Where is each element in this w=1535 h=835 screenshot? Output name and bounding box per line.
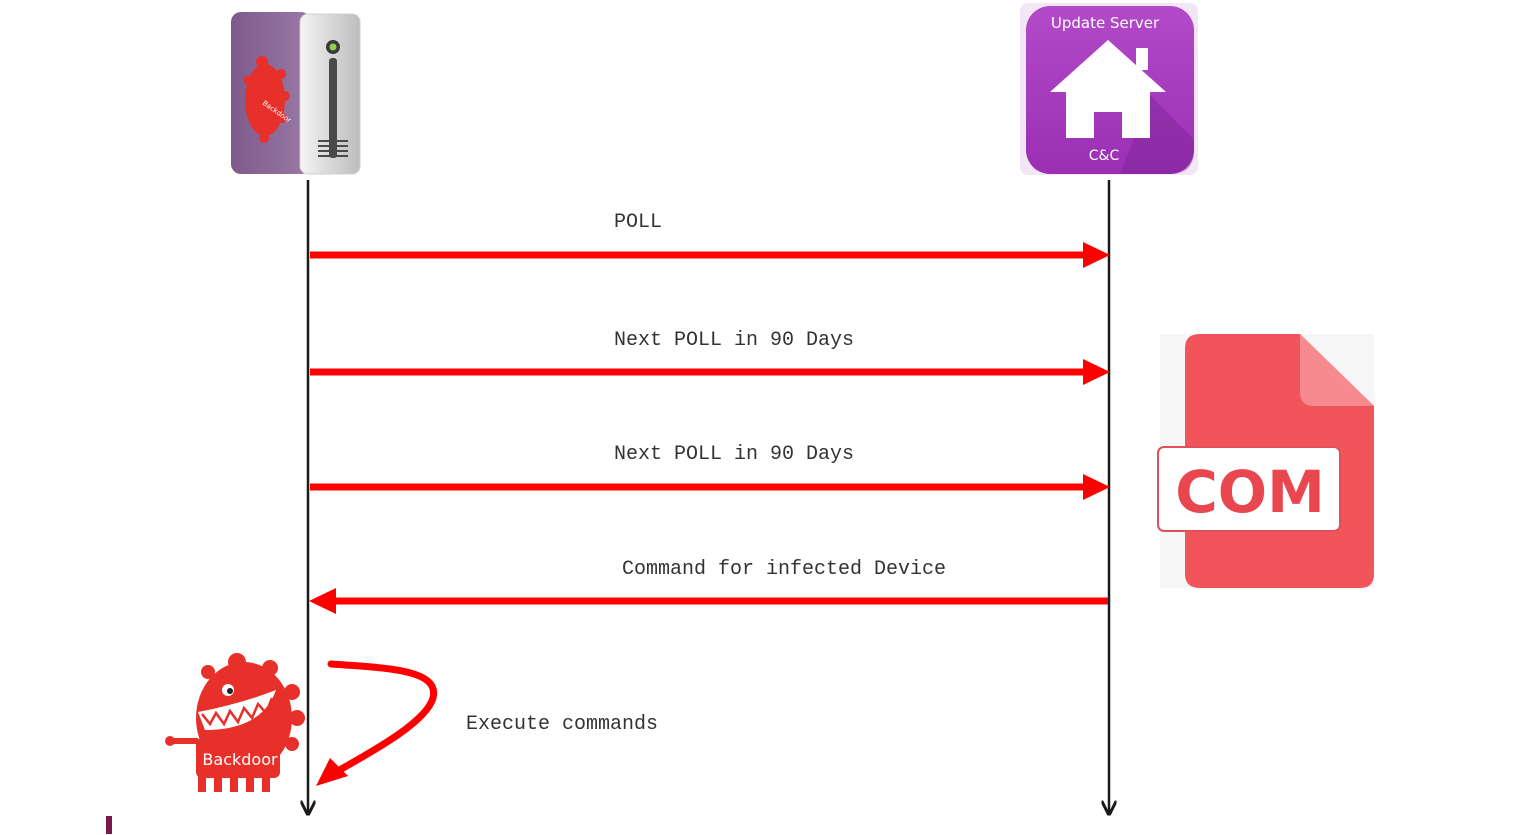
backdoor-server-icon: Backdoor: [231, 12, 361, 175]
com-file-label: COM: [1175, 458, 1325, 526]
message-execute-commands: Execute commands: [316, 660, 658, 786]
update-server-subtitle: C&C: [1089, 148, 1120, 164]
message-label: Next POLL in 90 Days: [614, 443, 854, 466]
message-arrowhead: [1083, 242, 1110, 268]
message-command: Command for infected Device: [309, 558, 1108, 614]
update-server-title: Update Server: [1051, 14, 1160, 32]
message-arrowhead: [1083, 359, 1110, 385]
message-label: Execute commands: [466, 713, 658, 736]
backdoor-monster-icon: Backdoor: [165, 653, 305, 792]
message-poll: POLL: [310, 211, 1110, 268]
message-next-poll-2: Next POLL in 90 Days: [310, 443, 1110, 500]
message-arrowhead: [1083, 474, 1110, 500]
update-server-home-icon: Update Server C&C: [1020, 3, 1198, 175]
message-label: POLL: [614, 211, 662, 234]
message-arrowhead: [309, 588, 336, 614]
com-file-icon: COM: [1157, 334, 1374, 588]
self-message-arrowhead: [316, 758, 348, 786]
message-label: Command for infected Device: [622, 558, 946, 581]
corner-mark: [106, 816, 112, 834]
monster-backdoor-label: Backdoor: [202, 750, 278, 769]
message-next-poll-1: Next POLL in 90 Days: [310, 329, 1110, 385]
self-message-curve: [327, 660, 438, 776]
message-label: Next POLL in 90 Days: [614, 329, 854, 352]
